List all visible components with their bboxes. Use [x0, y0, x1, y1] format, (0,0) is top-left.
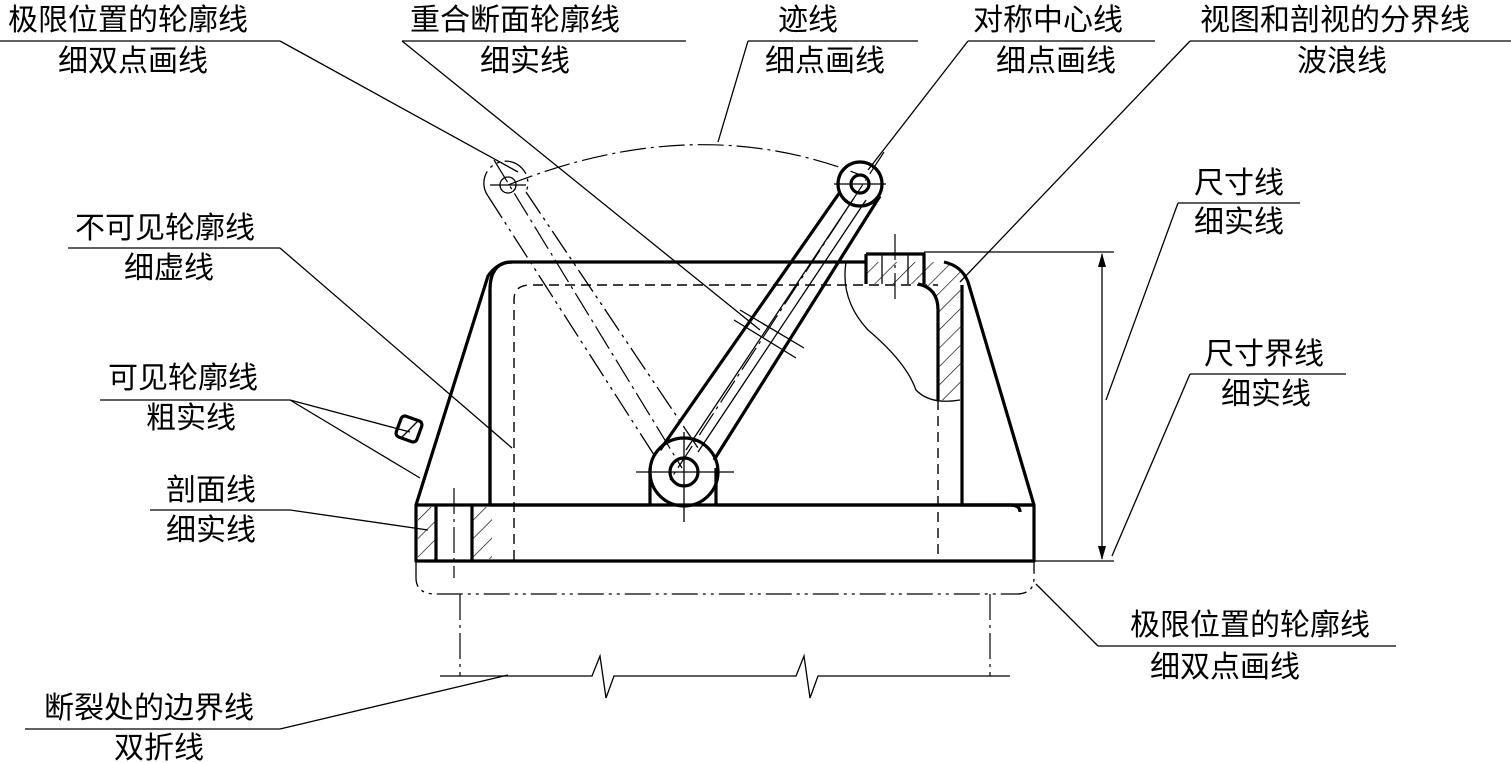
leader-view-section-boundary [959, 40, 1191, 283]
coincident-section-line-b [739, 309, 805, 349]
label-visible-outline: 可见轮廓线 粗实线 [100, 361, 290, 436]
leader-dimension-line [1105, 202, 1179, 401]
arm-edge-lower [658, 191, 842, 451]
coincident-section-line-a [733, 319, 797, 359]
label-invisible-outline: 不可见轮廓线 细虚线 [68, 211, 280, 286]
bottom-limit-contour [415, 561, 1035, 699]
hinge-pivot [636, 432, 734, 522]
leader-coincident-section [401, 40, 761, 331]
label-break-boundary: 断裂处的边界线 双折线 [25, 691, 280, 763]
arm-edge-upper [712, 195, 882, 461]
leader-symmetry [867, 40, 969, 171]
leader-visible-outline-b [289, 399, 411, 433]
phantom-arm-edge-lower [487, 195, 657, 459]
label-extension-line: 尺寸界线 细实线 [1190, 337, 1346, 412]
hood-inner [488, 260, 513, 505]
phantom-arm-limit [483, 159, 699, 469]
label-limit-bottom-name: 极限位置的轮廓线 [1130, 608, 1370, 643]
right-boss-hatch [866, 262, 968, 400]
label-dimension-line-type: 细实线 [1194, 205, 1284, 240]
label-coincident-section: 重合断面轮廓线 细实线 [402, 3, 686, 79]
label-invisible-outline-type: 细虚线 [124, 251, 214, 286]
label-section-hatch-name: 剖面线 [166, 473, 256, 508]
label-trace-name: 迹线 [778, 3, 838, 38]
leader-lines [279, 40, 1191, 730]
leader-limit-top [279, 40, 519, 173]
phantom-arm-edge-upper [525, 191, 699, 449]
leader-invisible-outline [279, 247, 513, 449]
label-extension-line-type: 细实线 [1221, 377, 1311, 412]
trace-arc [507, 144, 869, 186]
label-invisible-outline-name: 不可见轮廓线 [75, 211, 255, 246]
label-view-section-boundary: 视图和剖视的分界线 波浪线 [1190, 3, 1511, 79]
leader-section-hatch [289, 509, 429, 531]
label-dimension-line-name: 尺寸线 [1194, 166, 1284, 201]
hood-outer-left [414, 260, 866, 506]
left-hatch-b [472, 507, 492, 559]
leader-visible-outline-a [289, 399, 421, 479]
small-section-sample [394, 414, 424, 444]
label-dimension-line: 尺寸线 细实线 [1178, 166, 1300, 240]
label-trace-type: 细点画线 [765, 44, 885, 79]
double-break-line [440, 653, 1010, 699]
base-plate [414, 503, 1036, 563]
wavy-boundary [844, 261, 961, 402]
hood-inner-floor [490, 468, 962, 507]
label-limit-bottom-type: 细双点画线 [1150, 650, 1300, 685]
swing-arm [658, 151, 885, 481]
label-visible-outline-name: 可见轮廓线 [108, 361, 258, 396]
label-limit-top: 极限位置的轮廓线 细双点画线 [0, 3, 280, 79]
label-coincident-section-type: 细实线 [480, 44, 570, 79]
label-view-section-boundary-name: 视图和剖视的分界线 [1200, 3, 1470, 38]
label-symmetry-type: 细点画线 [996, 44, 1116, 79]
bottom-limit-outline [415, 561, 1035, 595]
phantom-pivot-head [483, 160, 529, 197]
label-limit-top-name: 极限位置的轮廓线 [8, 3, 248, 38]
arm-inner-b [685, 197, 855, 451]
label-break-boundary-name: 断裂处的边界线 [44, 691, 254, 726]
arm-inner-a [697, 199, 867, 453]
label-limit-bottom: 极限位置的轮廓线 细双点画线 [1098, 608, 1396, 685]
base-plate-outline [414, 503, 1036, 563]
label-trace: 迹线 细点画线 [748, 3, 918, 79]
label-section-hatch: 剖面线 细实线 [150, 473, 290, 548]
label-break-boundary-type: 双折线 [114, 731, 204, 763]
leader-limit-bottom [1035, 583, 1099, 647]
label-coincident-section-name: 重合断面轮廓线 [410, 3, 620, 38]
label-visible-outline-type: 粗实线 [146, 401, 236, 436]
leader-extension-line [1111, 373, 1191, 557]
right-boss-section [844, 234, 968, 402]
dimension-height [924, 251, 1114, 562]
arm-axis [669, 151, 885, 481]
small-section-square [394, 414, 424, 444]
right-boss-outline [864, 252, 940, 400]
label-extension-line-name: 尺寸界线 [1204, 337, 1324, 372]
label-symmetry-name: 对称中心线 [973, 3, 1123, 38]
label-section-hatch-type: 细实线 [166, 513, 256, 548]
left-hatch-a [418, 507, 435, 559]
label-symmetry: 对称中心线 细点画线 [968, 3, 1155, 79]
left-hole-section [418, 488, 492, 578]
label-limit-top-type: 细双点画线 [58, 44, 208, 79]
leader-trace [717, 40, 749, 143]
hidden-outline [513, 284, 939, 560]
phantom-axis [493, 159, 683, 469]
leader-break-boundary [279, 674, 509, 730]
hidden-inner-cavity [513, 284, 938, 560]
label-view-section-boundary-type: 波浪线 [1297, 44, 1387, 79]
small-section-cross [401, 420, 419, 438]
hood-inner-right [960, 285, 1022, 513]
arm-top-pivot [834, 160, 886, 208]
